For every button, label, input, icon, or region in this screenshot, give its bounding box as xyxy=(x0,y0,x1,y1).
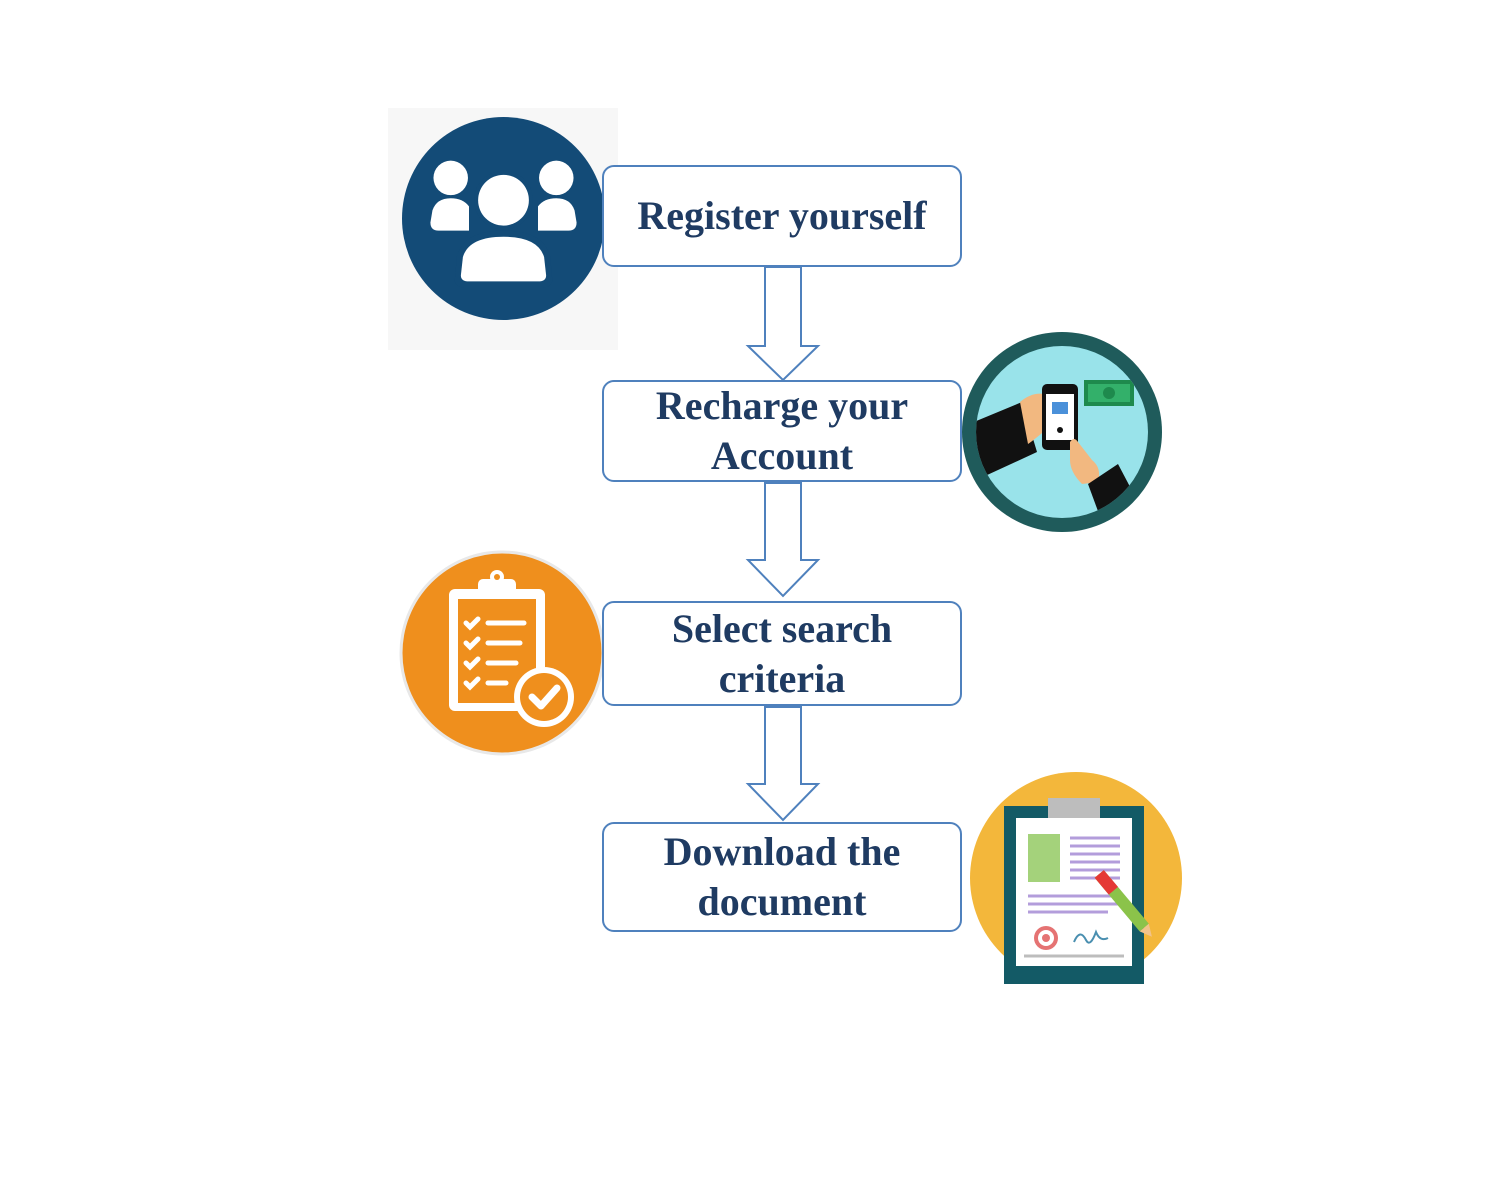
step-label: Recharge your Account xyxy=(655,383,909,478)
down-arrow xyxy=(745,266,821,382)
down-arrow xyxy=(745,706,821,822)
step-register-box: Register yourself xyxy=(602,165,962,267)
step-label: Register yourself xyxy=(637,193,927,238)
step-download-box: Download the document xyxy=(602,822,962,932)
down-arrow xyxy=(745,482,821,598)
checklist-icon xyxy=(399,550,605,756)
step-recharge-box: Recharge your Account xyxy=(602,380,962,482)
signed-document-icon xyxy=(970,772,1182,984)
step-search-criteria-box: Select search criteria xyxy=(602,601,962,706)
step-label: Download the document xyxy=(663,829,901,924)
step-label: Select search criteria xyxy=(671,605,893,701)
mobile-payment-icon xyxy=(962,332,1162,532)
users-group-icon xyxy=(402,117,605,320)
